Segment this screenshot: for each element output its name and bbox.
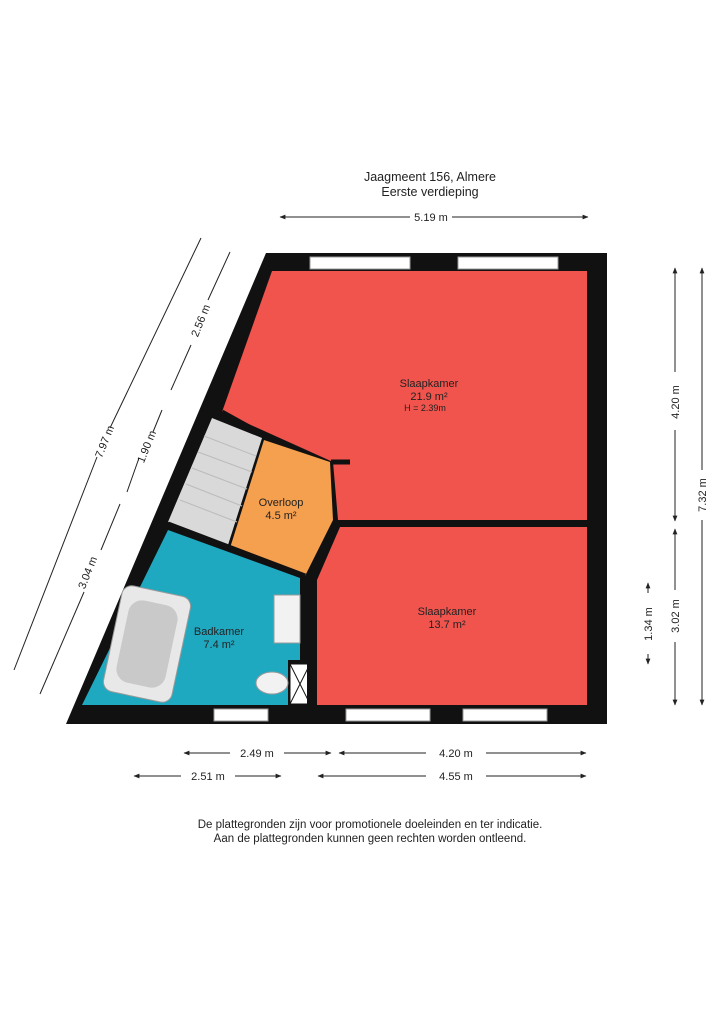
dimension-lines (13, 214, 705, 779)
dim-diag-total: 7.97 m (93, 424, 117, 460)
bathroom-area: 7.4 m² (203, 639, 235, 651)
landing-area: 4.5 m² (265, 510, 297, 522)
plan-title: Jaagmeent 156, Almere Eerste verdieping (300, 170, 560, 200)
room-landing (230, 440, 333, 576)
dim-diag-middle: 1.90 m (135, 429, 159, 465)
bedroom-large-name: Slaapkamer (400, 378, 459, 390)
bedroom-small-name: Slaapkamer (418, 606, 477, 618)
dim-right-lower: 3.02 m (670, 599, 682, 633)
disclaimer-line1: De plattegronden zijn voor promotionele … (197, 819, 543, 831)
disclaimer-line2: Aan de plattegronden kunnen geen rechten… (213, 833, 527, 845)
dim-bottom-left-outer: 2.51 m (191, 771, 225, 783)
stair-treads (179, 435, 257, 523)
toilet (255, 671, 289, 695)
dim-diag-upper: 2.56 m (189, 303, 213, 339)
address-label: Jaagmeent 156, Almere (363, 170, 497, 184)
bedroom-small-area: 13.7 m² (428, 619, 466, 631)
wall-stairs-top (220, 409, 267, 439)
dim-bottom-right-outer: 4.55 m (439, 771, 473, 783)
bedroom-large-area: 21.9 m² (410, 391, 448, 403)
dim-diag-lower: 3.04 m (76, 555, 100, 591)
dim-top-width: 5.19 m (414, 212, 448, 224)
bedroom-large-height: H = 2.39m (404, 403, 446, 413)
room-bedroom-large (222, 271, 587, 520)
dim-right-upper: 4.20 m (670, 385, 682, 419)
dim-right-small: 1.34 m (643, 607, 655, 641)
room-bedroom-small (317, 527, 587, 705)
dim-bottom-right-inner: 4.20 m (439, 748, 473, 760)
disclaimer: De plattegronden zijn voor promotionele … (100, 818, 640, 846)
wall-bath-landing (167, 521, 306, 579)
dim-right-total: 7.32 m (697, 478, 709, 512)
floor-label: Eerste verdieping (381, 185, 479, 199)
bathtub-basin (116, 600, 178, 688)
sink (273, 594, 301, 644)
bathroom-name: Badkamer (194, 626, 244, 638)
landing-name: Overloop (259, 497, 304, 509)
windows (213, 256, 559, 722)
dim-bottom-left-inner: 2.49 m (240, 748, 274, 760)
